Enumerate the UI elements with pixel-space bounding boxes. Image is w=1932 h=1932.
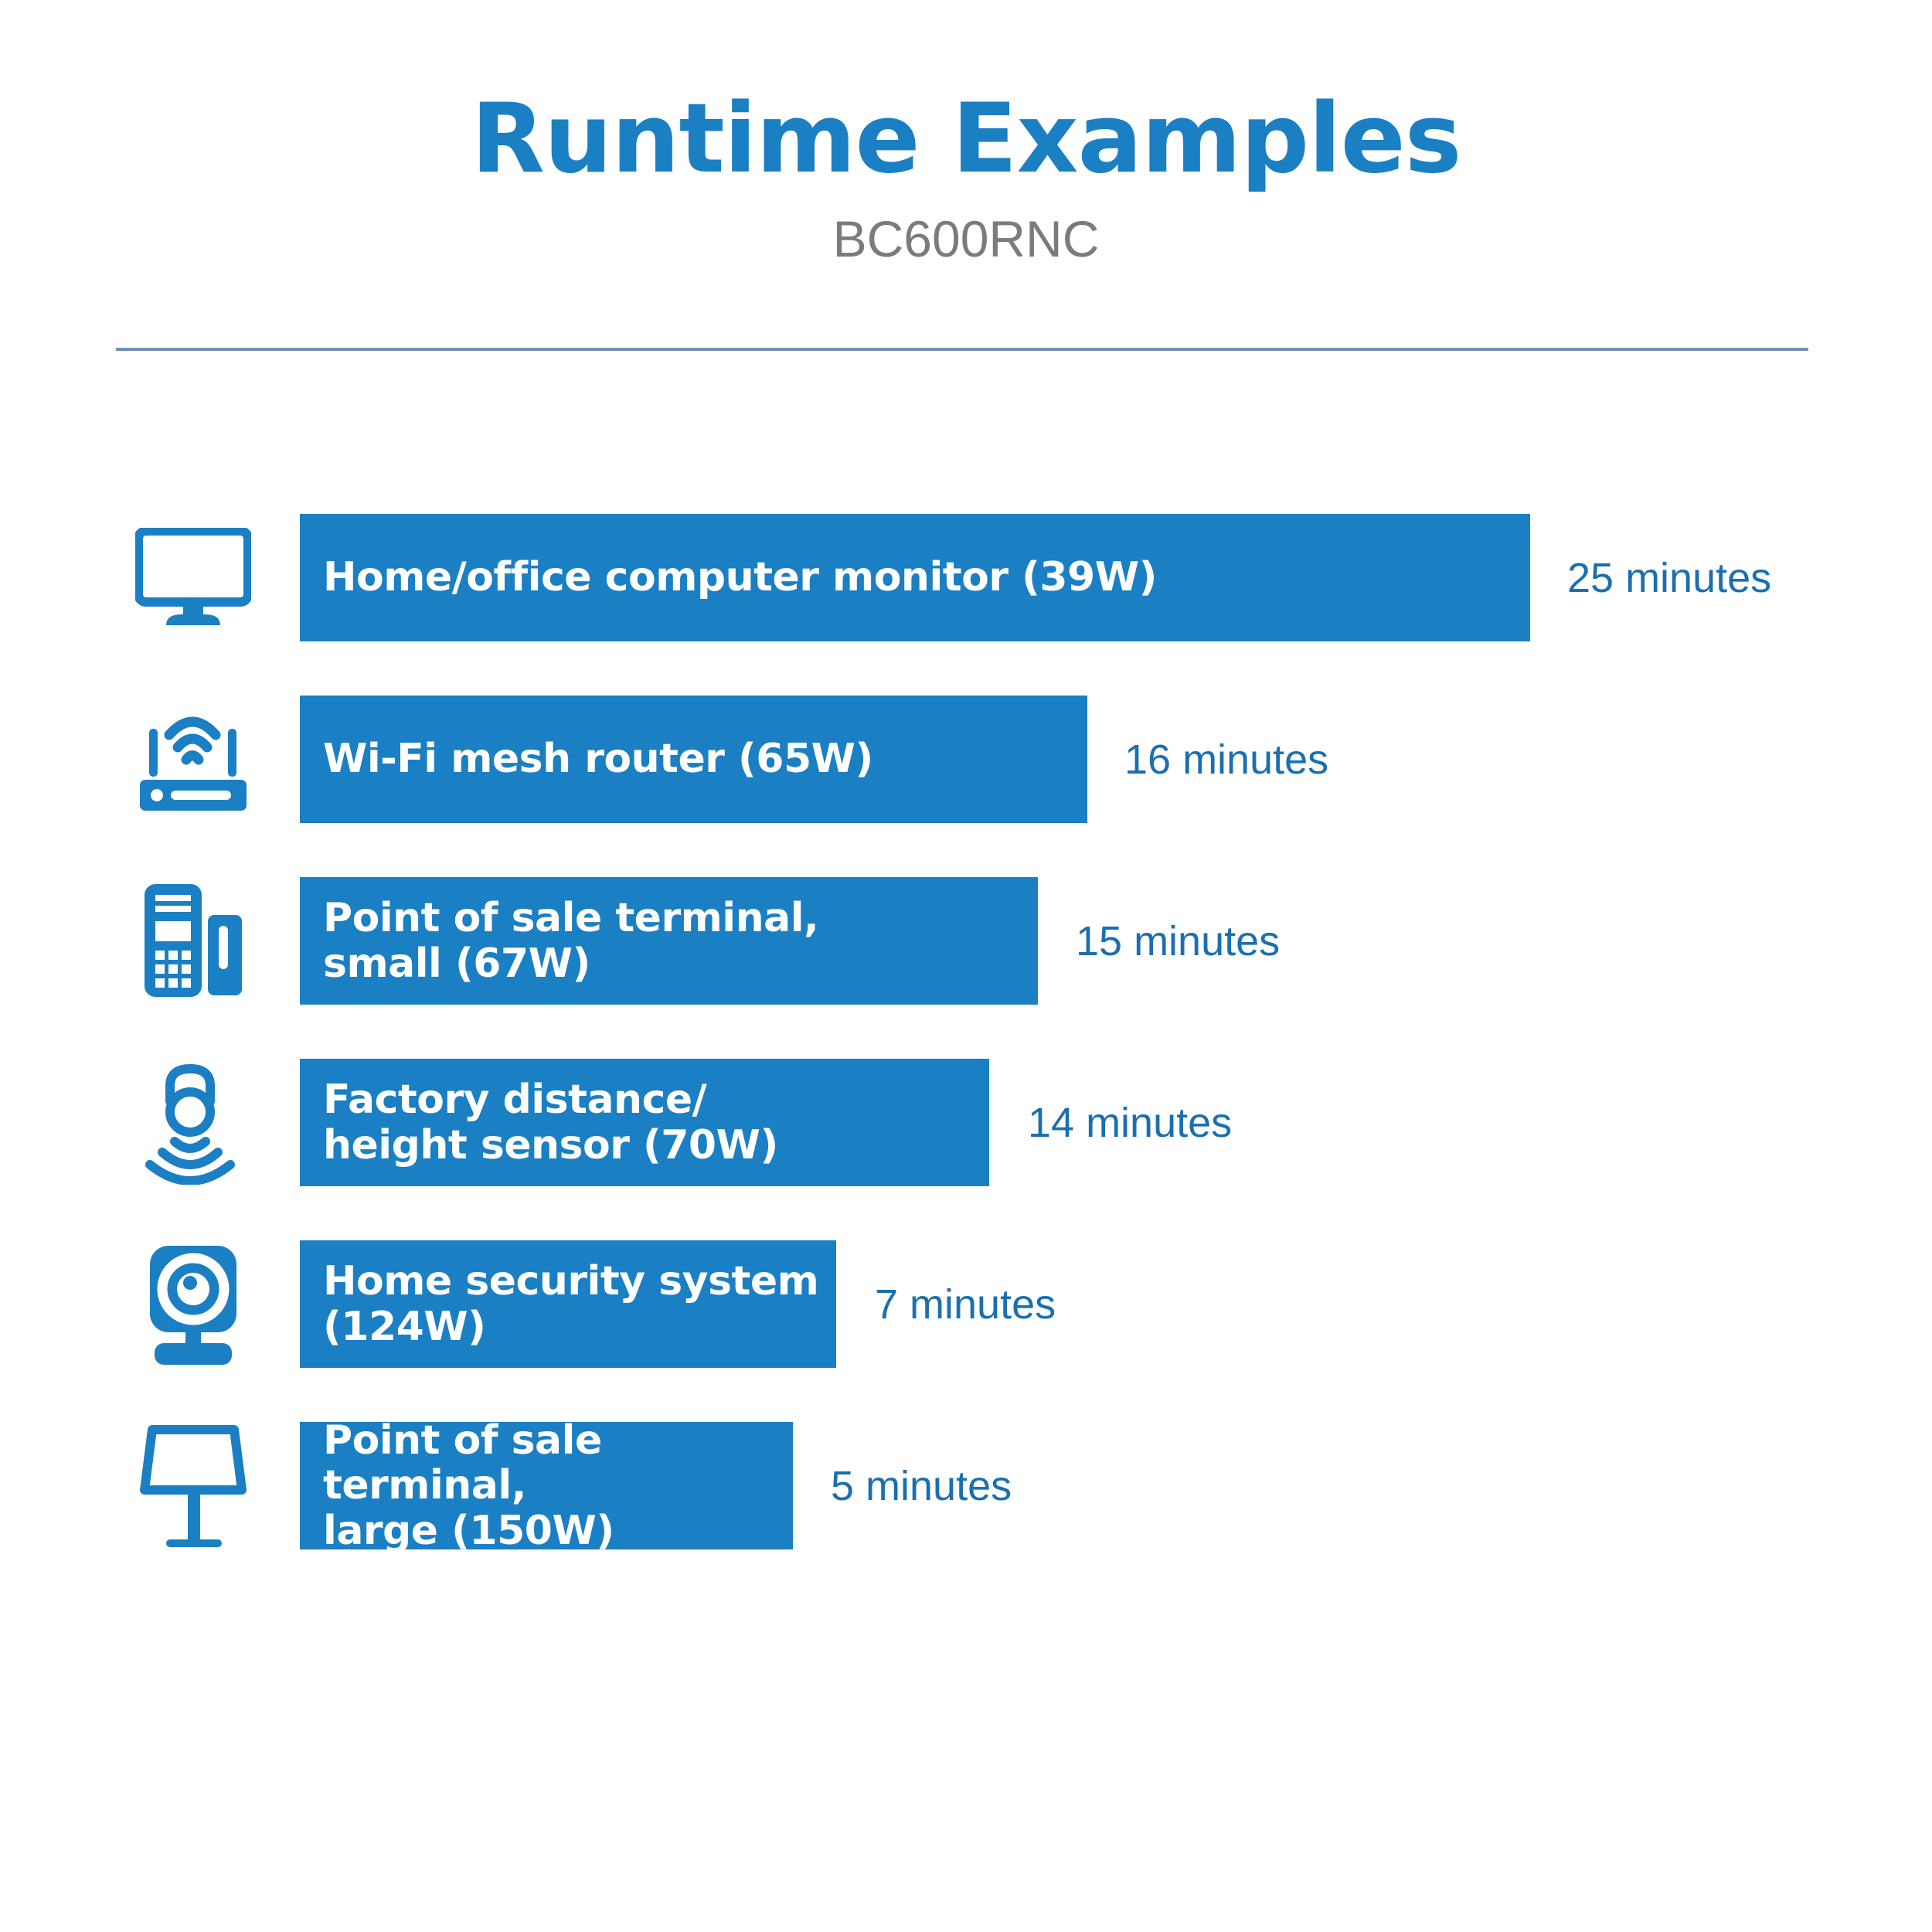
header-divider xyxy=(116,348,1808,351)
chart-row: Point of sale terminal, large (150W) 5 m… xyxy=(0,1414,1932,1596)
runtime-value: 15 minutes xyxy=(1076,917,1281,964)
bar-segment: Home/office computer monitor (39W) xyxy=(300,514,1530,641)
chart-row: Wi-Fi mesh router (65W) 16 minutes xyxy=(0,688,1932,869)
computer-monitor-icon xyxy=(124,506,263,649)
chart-row: Home/office computer monitor (39W) 25 mi… xyxy=(0,506,1932,688)
wifi-router-icon xyxy=(124,688,263,831)
runtime-value: 14 minutes xyxy=(1028,1099,1233,1146)
bar-label: Point of sale terminal, small (67W) xyxy=(323,895,819,987)
bar-segment: Home security system (124W) xyxy=(300,1240,836,1368)
runtime-value: 5 minutes xyxy=(831,1462,1012,1509)
bar-label: Factory distance/ height sensor (70W) xyxy=(323,1077,778,1168)
bar-segment: Point of sale terminal, small (67W) xyxy=(300,877,1038,1005)
pos-terminal-large-icon xyxy=(124,1414,263,1557)
bar-label: Home/office computer monitor (39W) xyxy=(323,554,1157,601)
bar-segment: Wi-Fi mesh router (65W) xyxy=(300,696,1087,823)
runtime-bar-chart: Home/office computer monitor (39W) 25 mi… xyxy=(0,506,1932,1596)
runtime-value: 25 minutes xyxy=(1567,554,1772,601)
runtime-value: 16 minutes xyxy=(1124,736,1329,783)
proximity-sensor-icon xyxy=(124,1051,263,1194)
pos-terminal-small-icon xyxy=(124,869,263,1012)
bar-label: Point of sale terminal, large (150W) xyxy=(323,1417,614,1554)
model-subtitle: BC600RNC xyxy=(832,210,1100,267)
page-header: Runtime Examples BC600RNC xyxy=(0,0,1932,264)
chart-row: Factory distance/ height sensor (70W) 14… xyxy=(0,1051,1932,1233)
chart-row: Point of sale terminal, small (67W) 15 m… xyxy=(0,869,1932,1051)
runtime-value: 7 minutes xyxy=(875,1281,1056,1328)
bar-label: Wi-Fi mesh router (65W) xyxy=(323,736,873,783)
bar-segment: Point of sale terminal, large (150W) xyxy=(300,1418,793,1553)
security-camera-icon xyxy=(124,1233,263,1376)
page-title: Runtime Examples xyxy=(471,83,1461,195)
chart-row: Home security system (124W) 7 minutes xyxy=(0,1233,1932,1414)
bar-label: Home security system (124W) xyxy=(323,1258,819,1350)
bar-segment: Factory distance/ height sensor (70W) xyxy=(300,1059,989,1186)
